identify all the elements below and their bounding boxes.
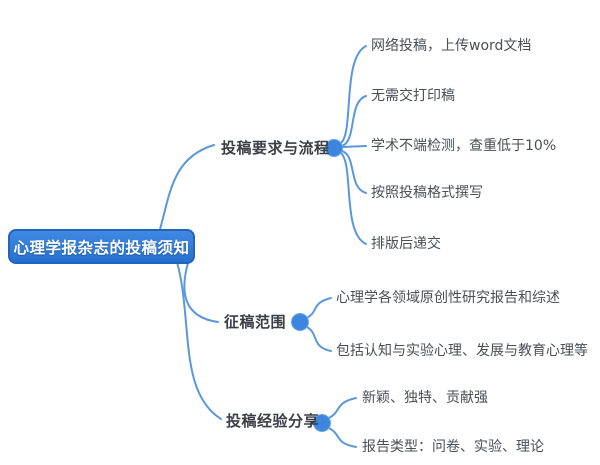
leaf-topic[interactable]: 包括认知与实验心理、发展与教育心理等 bbox=[336, 343, 588, 359]
leaf-connector bbox=[306, 326, 332, 352]
leaf-topic[interactable]: 网络投稿，上传word文档 bbox=[371, 38, 532, 54]
collapse-handle[interactable] bbox=[313, 414, 331, 432]
leaf-topic[interactable]: 排版后递交 bbox=[371, 236, 441, 252]
leaf-topic[interactable]: 新颖、独特、贡献强 bbox=[362, 390, 488, 406]
leaf-topic[interactable]: 无需交打印稿 bbox=[371, 88, 455, 104]
leaf-topic[interactable]: 心理学各领域原创性研究报告和综述 bbox=[336, 290, 560, 306]
leaf-connector bbox=[340, 152, 367, 245]
leaf-connector bbox=[328, 427, 357, 448]
leaf-connector bbox=[328, 397, 357, 419]
leaf-connector bbox=[306, 297, 332, 319]
collapse-handle[interactable] bbox=[291, 313, 309, 331]
leaf-topic[interactable]: 按照投稿格式撰写 bbox=[371, 185, 483, 201]
branch-connector bbox=[176, 261, 222, 420]
root-topic[interactable]: 心理学报杂志的投稿须知 bbox=[8, 229, 195, 264]
branch-topic-experience[interactable]: 投稿经验分享 bbox=[226, 412, 320, 430]
leaf-connector bbox=[342, 145, 367, 148]
leaf-connector bbox=[340, 45, 367, 144]
branch-connector bbox=[183, 255, 219, 323]
collapse-handle[interactable] bbox=[325, 139, 343, 157]
leaf-connector bbox=[341, 95, 367, 147]
branch-connector bbox=[157, 144, 215, 237]
leaf-topic[interactable]: 报告类型：问卷、实验、理论 bbox=[362, 439, 544, 455]
branch-topic-scope[interactable]: 征稿范围 bbox=[224, 313, 287, 331]
leaf-connector bbox=[341, 150, 367, 194]
branch-topic-submission-process[interactable]: 投稿要求与流程 bbox=[221, 139, 330, 157]
leaf-topic[interactable]: 学术不端检测，查重低于10% bbox=[371, 138, 557, 154]
